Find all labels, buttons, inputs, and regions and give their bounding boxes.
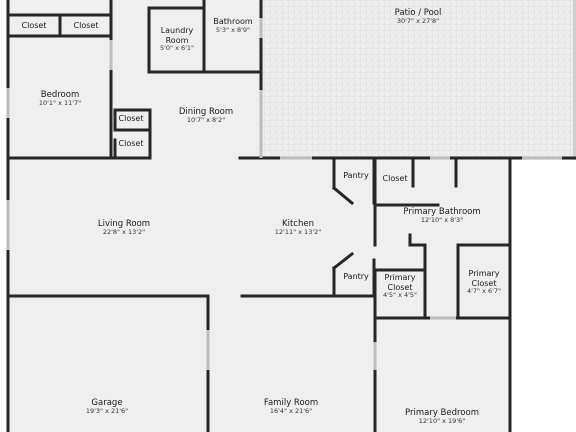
room-dimensions: 5'3" x 8'9" bbox=[215, 25, 251, 34]
room-name: Bedroom bbox=[40, 90, 80, 100]
room-closet-top-left: Closet bbox=[22, 21, 47, 31]
room-dimensions: 4'7" x 6'7" bbox=[466, 287, 502, 296]
room-dimensions: 5'0" x 6'1" bbox=[159, 44, 195, 53]
room-name: Closet bbox=[73, 21, 99, 30]
room-living: Living Room 22'8" x 13'2" bbox=[98, 219, 150, 237]
patio-floor bbox=[261, 0, 576, 160]
room-bedroom: Bedroom 10'1" x 11'7" bbox=[39, 90, 81, 108]
room-dimensions: 4'5" x 4'5" bbox=[382, 291, 418, 300]
room-name: Closet bbox=[21, 21, 47, 30]
room-dimensions: 10'7" x 8'2" bbox=[186, 116, 226, 125]
room-name: Primary Bathroom bbox=[403, 207, 481, 217]
patio-edge-right bbox=[573, 0, 576, 160]
room-closet-dining-lower: Closet bbox=[119, 139, 144, 149]
room-name: Pantry bbox=[343, 171, 369, 180]
room-patio-pool: Patio / Pool 30'7" x 27'8" bbox=[395, 8, 442, 26]
room-dimensions: 30'7" x 27'8" bbox=[396, 17, 440, 26]
room-dimensions: 12'10" x 19'6" bbox=[418, 417, 466, 426]
room-bathroom: Bathroom 5'3" x 8'9" bbox=[213, 17, 252, 34]
room-closet-top-right: Closet bbox=[74, 21, 99, 31]
room-name: Living Room bbox=[97, 219, 151, 229]
room-name: Patio / Pool bbox=[394, 8, 442, 18]
room-name: Closet bbox=[118, 114, 144, 123]
room-primary-closet-left: Primary Closet 4'5" x 4'5" bbox=[378, 273, 422, 300]
room-dimensions: 19'3" x 21'6" bbox=[85, 407, 129, 416]
room-primary-closet-right: Primary Closet 4'7" x 6'7" bbox=[461, 269, 507, 296]
room-dining: Dining Room 10'7" x 8'2" bbox=[179, 107, 233, 125]
room-name: Bathroom bbox=[213, 17, 253, 26]
room-name: Dining Room bbox=[178, 107, 234, 117]
room-name: Family Room bbox=[263, 398, 319, 408]
room-name: Closet bbox=[382, 174, 408, 183]
room-dimensions: 10'1" x 11'7" bbox=[38, 99, 82, 108]
room-pantry-upper: Pantry bbox=[343, 171, 369, 181]
room-name: Primary Closet bbox=[468, 269, 500, 288]
room-dimensions: 22'8" x 13'2" bbox=[102, 228, 146, 237]
room-garage: Garage 19'3" x 21'6" bbox=[86, 398, 128, 416]
room-primary-bedroom: Primary Bedroom 12'10" x 19'6" bbox=[405, 408, 479, 426]
room-dimensions: 12'10" x 8'3" bbox=[420, 216, 464, 225]
room-primary-bathroom: Primary Bathroom 12'10" x 8'3" bbox=[403, 207, 480, 225]
room-pantry-lower: Pantry bbox=[343, 272, 369, 282]
room-name: Pantry bbox=[343, 272, 369, 281]
room-name: Garage bbox=[91, 398, 123, 408]
floor-areas bbox=[8, 0, 576, 432]
room-dimensions: 16'4" x 21'6" bbox=[269, 407, 313, 416]
room-name: Closet bbox=[118, 139, 144, 148]
room-family: Family Room 16'4" x 21'6" bbox=[264, 398, 318, 416]
room-kitchen: Kitchen 12'11" x 13'2" bbox=[275, 219, 321, 237]
room-name: Primary Closet bbox=[384, 273, 416, 292]
room-dimensions: 12'11" x 13'2" bbox=[274, 228, 322, 237]
room-name: Kitchen bbox=[282, 219, 314, 229]
room-laundry: Laundry Room 5'0" x 6'1" bbox=[155, 26, 199, 53]
house-floor-upper bbox=[8, 0, 261, 160]
room-closet-dining-upper: Closet bbox=[119, 114, 144, 124]
room-closet-primary-bath: Closet bbox=[383, 174, 408, 184]
windows bbox=[6, 18, 562, 370]
room-name: Laundry Room bbox=[160, 26, 194, 45]
room-name: Primary Bedroom bbox=[405, 408, 479, 418]
